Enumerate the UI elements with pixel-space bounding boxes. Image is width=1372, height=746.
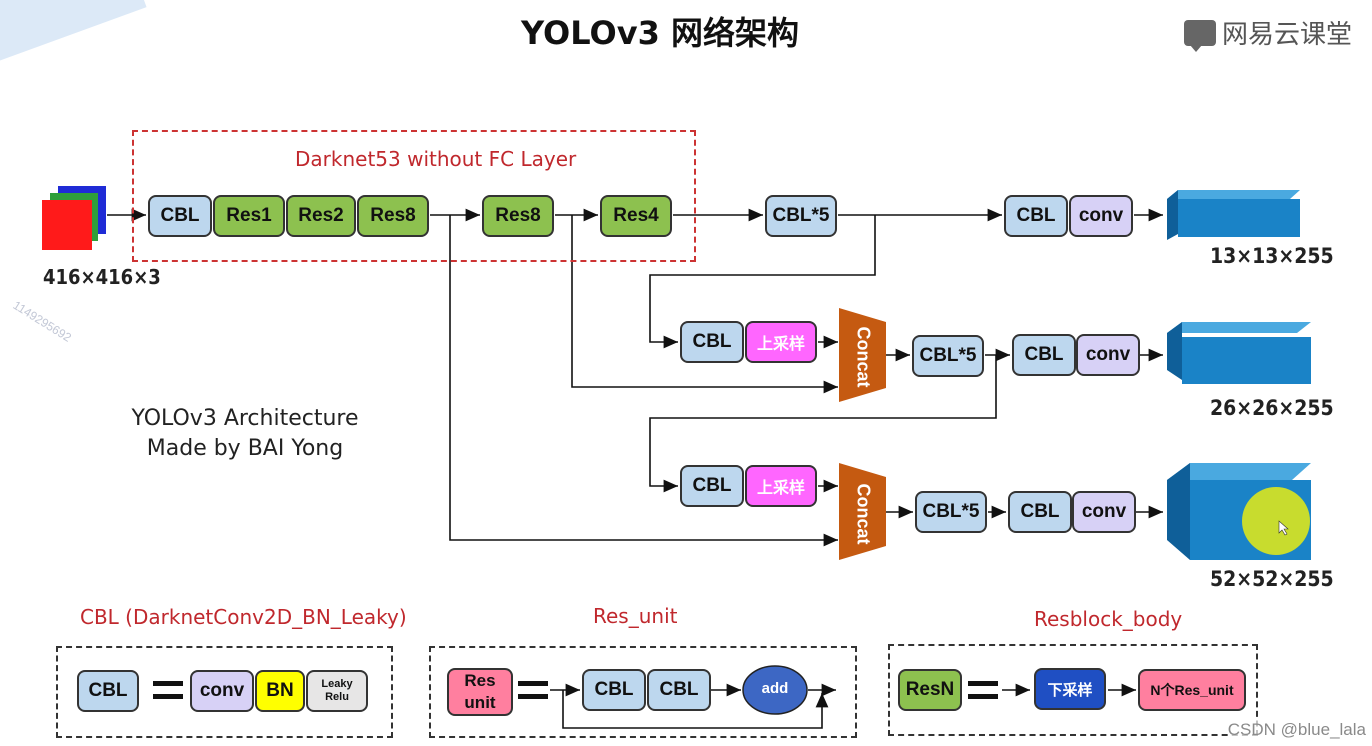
branch2-conv: conv — [1076, 334, 1140, 376]
legend-downsample-box: 下采样 — [1034, 668, 1106, 710]
equals-sign-top — [153, 681, 183, 686]
brand-name: 网易云课堂 — [1221, 20, 1352, 50]
note-line-1: YOLOv3 Architecture — [131, 406, 359, 431]
branch3-concat-label: Concat — [853, 483, 874, 545]
note-line-2: Made by BAI Yong — [146, 436, 344, 461]
equals-sign-bottom — [968, 694, 998, 699]
branch1-cbl: CBL — [1004, 195, 1068, 237]
branch2-cbl: CBL — [680, 321, 744, 363]
chat-bubble-icon — [1183, 19, 1216, 52]
legend-resn-box: ResN — [898, 669, 962, 711]
equals-sign-bottom — [518, 694, 548, 699]
legend-resblock-frame — [888, 644, 1258, 736]
backbone-res8-b: Res8 — [482, 195, 554, 237]
backbone-res2: Res2 — [286, 195, 356, 237]
branch1-output-size: 13×13×255 — [1210, 244, 1334, 268]
legend-resunit-title: Res_unit — [593, 604, 678, 628]
legend-add-label: add — [761, 680, 789, 697]
legend-n-res-unit-box: N个Res_unit — [1138, 669, 1246, 711]
equals-sign-top — [518, 681, 548, 686]
backbone-res1: Res1 — [213, 195, 285, 237]
output-cube-52 — [1167, 463, 1311, 560]
backbone-res8-a: Res8 — [357, 195, 429, 237]
legend-resunit-cbl1: CBL — [582, 669, 646, 711]
footer-watermark: CSDN @blue_lala — [1227, 720, 1366, 740]
branch1-conv: conv — [1069, 195, 1133, 237]
add-node-shape — [742, 665, 808, 715]
output-cube-26 — [1167, 322, 1311, 384]
branch3-cbl: CBL — [680, 465, 744, 507]
equals-sign-bottom — [153, 694, 183, 699]
legend-resunit-frame — [429, 646, 857, 738]
branch3-output-size: 52×52×255 — [1210, 567, 1334, 591]
branch2-concat-label: Concat — [853, 326, 874, 388]
legend-resblock-title: Resblock_body — [1034, 607, 1183, 631]
legend-resunit-cbl2: CBL — [647, 669, 711, 711]
branch2-output-size: 26×26×255 — [1210, 396, 1334, 420]
branch1-cbl5: CBL*5 — [765, 195, 837, 237]
output-cube-13 — [1167, 190, 1300, 240]
branch3-cbl-out: CBL — [1008, 491, 1072, 533]
legend-cbl-frame — [56, 646, 393, 738]
branch2-upsample: 上采样 — [745, 321, 817, 363]
backbone-cbl: CBL — [148, 195, 212, 237]
legend-conv-box: conv — [190, 670, 254, 712]
legend-leaky-box: Leaky Relu — [306, 670, 368, 712]
branch2-cbl5: CBL*5 — [912, 335, 984, 377]
page-title: YOLOv3 网络架构 — [521, 14, 799, 52]
branch3-upsample: 上采样 — [745, 465, 817, 507]
architecture-note: YOLOv3 Architecture Made by BAI Yong — [110, 404, 380, 464]
equals-sign-top — [968, 681, 998, 686]
branch3-cbl5: CBL*5 — [915, 491, 987, 533]
darknet-label: Darknet53 without FC Layer — [295, 147, 577, 171]
concat-shape-2 — [839, 463, 886, 560]
branch3-conv: conv — [1072, 491, 1136, 533]
legend-cbl-box: CBL — [77, 670, 139, 712]
brand-logo: 网易云课堂 — [1183, 14, 1352, 52]
backbone-res4: Res4 — [600, 195, 672, 237]
branch2-cbl-out: CBL — [1012, 334, 1076, 376]
legend-res-unit-box: Res unit — [447, 668, 513, 716]
input-image-cube — [42, 186, 106, 250]
darknet-frame — [132, 130, 696, 262]
legend-cbl-title: CBL (DarknetConv2D_BN_Leaky) — [80, 605, 407, 629]
concat-shape-1 — [839, 308, 886, 402]
input-size-label: 416×416×3 — [43, 265, 161, 289]
legend-bn-box: BN — [255, 670, 305, 712]
